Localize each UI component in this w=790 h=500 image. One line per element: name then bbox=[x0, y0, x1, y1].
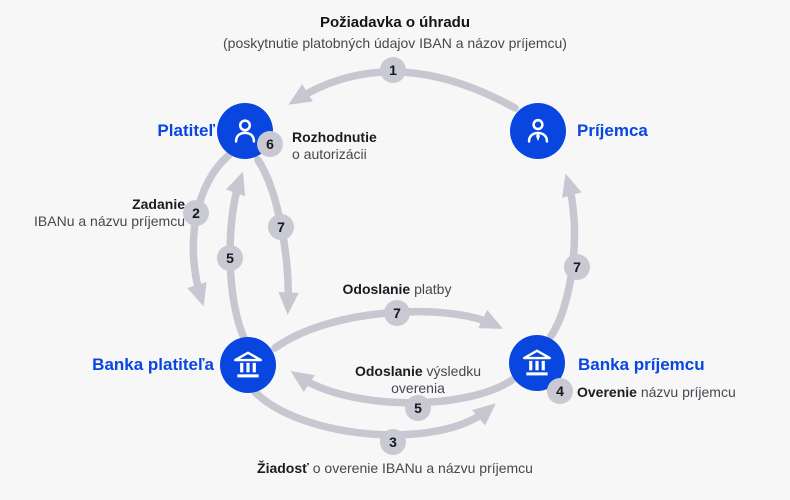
bank-icon bbox=[521, 347, 553, 379]
step-badge-2: 2 bbox=[183, 200, 209, 226]
step-badge-5-mid: 5 bbox=[405, 395, 431, 421]
result-sent-note: Odoslanie výsledku overenia bbox=[355, 363, 481, 397]
result-sent-note-rest2: overenia bbox=[391, 380, 445, 396]
check-request-note-rest: o overenie IBANu a názvu príjemcu bbox=[312, 460, 533, 476]
step-badge-3: 3 bbox=[380, 429, 406, 455]
person-icon bbox=[229, 115, 261, 147]
payee-node bbox=[510, 103, 566, 159]
result-sent-note-bold: Odoslanie bbox=[354, 363, 423, 379]
name-check-note-bold: Overenie bbox=[577, 384, 637, 400]
payer-bank-label: Banka platiteľa bbox=[92, 355, 214, 374]
iban-entry-note-rest: IBANu a názvu príjemcu bbox=[34, 213, 185, 229]
iban-entry-note-bold: Zadanie bbox=[132, 196, 185, 212]
authorization-note-bold: Rozhodnutie bbox=[292, 129, 377, 145]
payment-sent-note-bold: Odoslanie bbox=[342, 281, 411, 297]
payment-sent-note-rest: platby bbox=[414, 281, 452, 297]
authorization-note: Rozhodnutie o autorizácii bbox=[292, 129, 377, 163]
payee-bank-label: Banka príjemcu bbox=[578, 355, 705, 374]
arrow-iban-entry bbox=[187, 151, 233, 307]
check-request-note: Žiadosť o overenie IBANu a názvu príjemc… bbox=[257, 460, 533, 477]
arrow-verify-request bbox=[251, 388, 496, 439]
payee-label: Príjemca bbox=[577, 121, 648, 140]
arrow-request-payment bbox=[288, 68, 519, 112]
result-sent-note-rest: výsledku bbox=[426, 363, 482, 379]
diagram-title-sub: (poskytnutie platobných údajov IBAN a ná… bbox=[223, 35, 567, 51]
diagram-title: Požiadavka o úhradu (poskytnutie platobn… bbox=[0, 13, 790, 52]
step-badge-1: 1 bbox=[380, 57, 406, 83]
step-badge-7-mid: 7 bbox=[384, 300, 410, 326]
check-request-note-bold: Žiadosť bbox=[257, 460, 309, 476]
payment-sent-note: Odoslanie platby bbox=[343, 281, 452, 298]
payer-bank-node bbox=[220, 337, 276, 393]
authorization-note-rest: o autorizácii bbox=[292, 146, 367, 162]
step-badge-7-right: 7 bbox=[564, 254, 590, 280]
diagram-title-bold: Požiadavka o úhradu bbox=[319, 14, 471, 31]
iban-entry-note: Zadanie IBANu a názvu príjemcu bbox=[34, 196, 185, 230]
payer-label: Platiteľ bbox=[157, 121, 215, 140]
name-check-note: Overenie názvu príjemcu bbox=[577, 384, 736, 401]
name-check-note-rest: názvu príjemcu bbox=[640, 384, 736, 400]
person-tie-icon bbox=[522, 115, 554, 147]
bank-icon bbox=[232, 349, 264, 381]
step-badge-6: 6 bbox=[257, 131, 283, 157]
step-badge-7-left: 7 bbox=[268, 214, 294, 240]
step-badge-5-left: 5 bbox=[217, 245, 243, 271]
step-badge-4: 4 bbox=[547, 378, 573, 404]
